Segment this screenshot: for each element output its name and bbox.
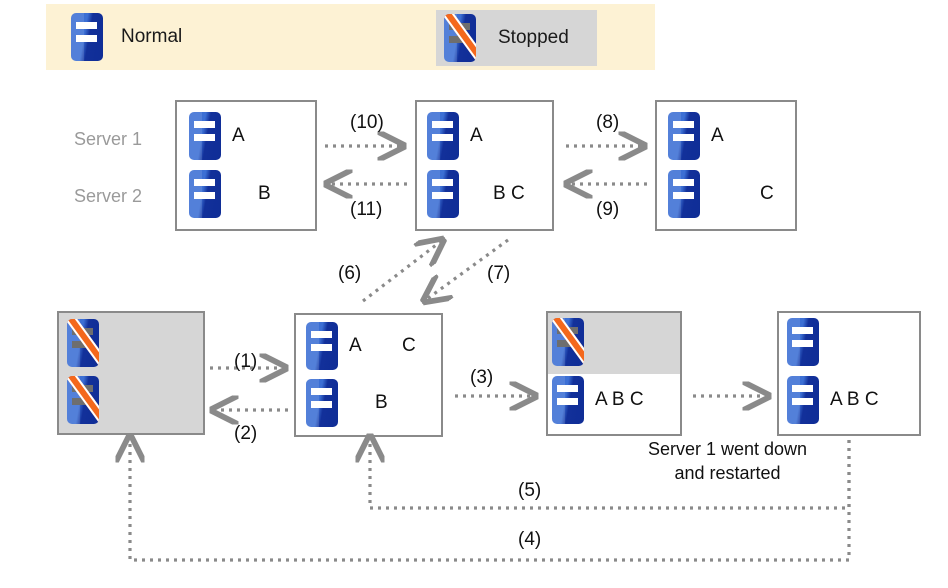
server-icon <box>306 322 338 370</box>
arrow-label-3: (3) <box>470 367 494 388</box>
bot2-server1-letters-right: C <box>402 335 416 356</box>
arrow-label-4: (4) <box>518 529 542 550</box>
server-icon <box>189 170 221 218</box>
state-box-top-1: A B <box>175 100 317 231</box>
legend-panel: Normal Stopped <box>46 4 655 70</box>
arrow-label-10: (10) <box>350 112 384 133</box>
state-box-bottom-4: A B C <box>777 311 921 436</box>
row-label-server1: Server 1 <box>74 129 143 149</box>
legend-item-normal: Normal <box>71 13 182 61</box>
top1-server2-letters: B <box>258 183 271 204</box>
arrow-label-5: (5) <box>518 480 542 501</box>
bot4-server2-letters: A B C <box>830 389 879 410</box>
legend-label-stopped: Stopped <box>498 27 569 48</box>
top3-server1-letters: A <box>711 125 724 146</box>
arrow-label-9: (9) <box>596 199 620 220</box>
top2-server2-letters: B C <box>493 183 525 204</box>
state-box-top-2: A B C <box>415 100 554 231</box>
caption-server1-restart: Server 1 went down and restarted <box>620 437 835 485</box>
arrow-label-11: (11) <box>350 199 383 220</box>
state-box-bottom-3: A B C <box>546 311 682 436</box>
server-icon <box>427 112 459 160</box>
state-box-top-3: A C <box>655 100 797 231</box>
server-icon <box>427 170 459 218</box>
row-label-server2: Server 2 <box>74 186 143 206</box>
server-icon <box>71 13 103 61</box>
server-stopped-icon <box>67 376 99 424</box>
bot2-server1-letters: A <box>349 335 362 356</box>
bot2-server2-letters: B <box>375 392 388 413</box>
server-icon <box>668 170 700 218</box>
arrow-label-8: (8) <box>596 112 620 133</box>
legend-label-normal: Normal <box>121 26 183 47</box>
top1-server1-letters: A <box>232 125 245 146</box>
arrow-label-2: (2) <box>234 423 258 444</box>
caption-line-1: Server 1 went down <box>647 439 808 459</box>
server-stopped-icon <box>552 318 584 366</box>
caption-line-2: and restarted <box>674 463 781 483</box>
server-stopped-icon <box>444 14 476 62</box>
server-icon <box>787 318 819 366</box>
server-stopped-icon <box>67 319 99 367</box>
top2-server1-letters: A <box>470 125 483 146</box>
server-icon <box>668 112 700 160</box>
server-icon <box>552 376 584 424</box>
arrow-label-1: (1) <box>234 351 258 372</box>
server-icon <box>306 379 338 427</box>
arrow-label-6: (6) <box>338 263 362 284</box>
top3-server2-letters: C <box>760 183 774 204</box>
server-icon <box>787 376 819 424</box>
legend-item-stopped: Stopped <box>436 10 597 66</box>
state-box-bottom-2: A C B <box>294 313 443 437</box>
state-box-bottom-1 <box>57 311 205 435</box>
bot3-server2-letters: A B C <box>595 389 644 410</box>
arrow-label-7: (7) <box>487 263 511 284</box>
server-icon <box>189 112 221 160</box>
